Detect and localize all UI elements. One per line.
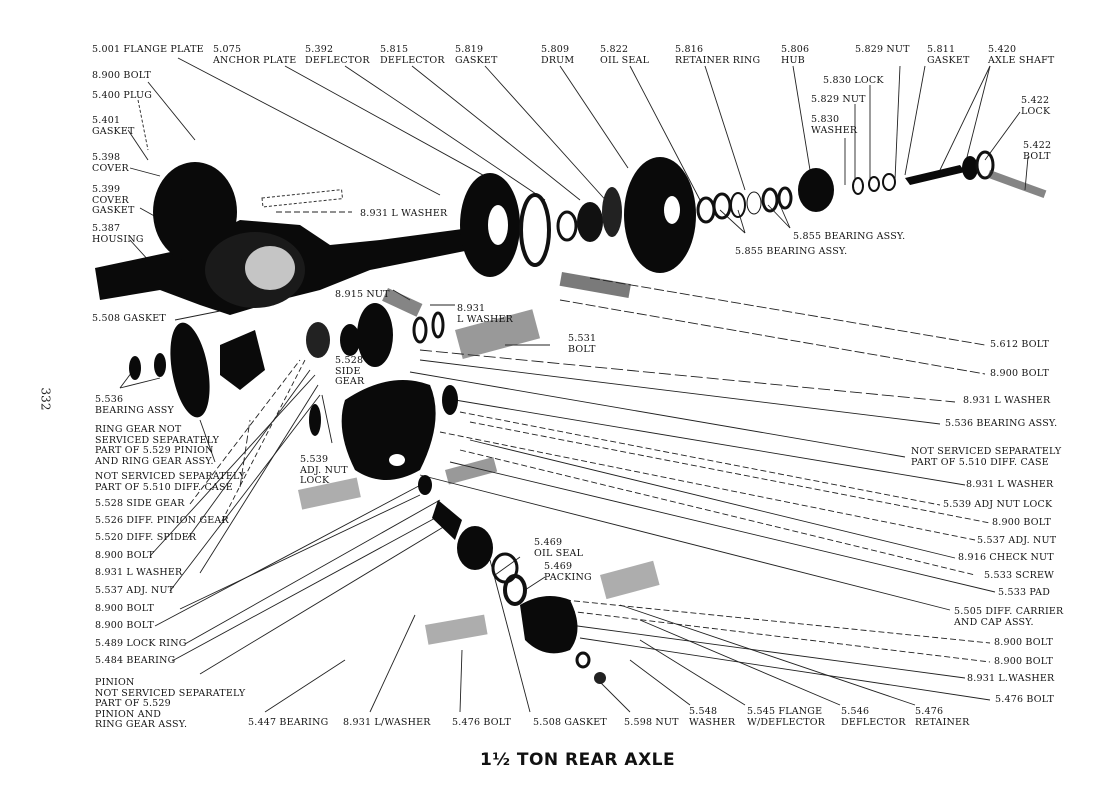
diagram-title: 1½ TON REAR AXLE bbox=[480, 750, 676, 770]
label-hub: 5.806 HUB bbox=[781, 44, 810, 66]
label-bolt-900-r4: 8.900 BOLT bbox=[994, 656, 1054, 667]
label-bolt-900-r1: 8.900 BOLT bbox=[990, 368, 1050, 379]
label-adj-nut-lock-539-mid: 5.539 ADJ. NUT LOCK bbox=[300, 454, 348, 486]
label-bolt-900-top: 8.900 BOLT bbox=[92, 70, 152, 81]
label-housing-387: 5.387 HOUSING bbox=[92, 223, 144, 245]
label-diff-carrier-505: 5.505 DIFF. CARRIER AND CAP ASSY. bbox=[954, 606, 1064, 628]
label-diff-case-note-left: NOT SERVICED SEPARATELY PART OF 5.510 DI… bbox=[95, 471, 246, 493]
label-bolt-900-l2: 8.900 BOLT bbox=[95, 603, 155, 614]
label-pad-533: 5.533 PAD bbox=[998, 587, 1051, 598]
label-diff-case-note-right: NOT SERVICED SEPARATELY PART OF 5.510 DI… bbox=[911, 446, 1062, 468]
label-nut-829: 5.829 NUT bbox=[811, 94, 866, 105]
label-anchor-plate: 5.075 ANCHOR PLATE bbox=[213, 44, 297, 66]
label-oil-seal-822: 5.822 OIL SEAL bbox=[600, 44, 650, 66]
page-number: 332 bbox=[38, 387, 53, 411]
label-l-washer-931-r2: 8.931 L WASHER bbox=[966, 479, 1054, 490]
label-adj-nut-537-l: 5.537 ADJ. NUT bbox=[95, 585, 175, 596]
axle-housing bbox=[95, 162, 470, 315]
label-bolt-900-r2: 8.900 BOLT bbox=[992, 517, 1052, 528]
brake-drum-assembly bbox=[460, 150, 995, 277]
label-gasket-401: 5.401 GASKET bbox=[92, 115, 135, 137]
label-bolt-531: 5.531 BOLT bbox=[568, 333, 597, 355]
label-deflector-546: 5.546 DEFLECTOR bbox=[841, 706, 906, 728]
label-bearing-536-left: 5.536 BEARING ASSY bbox=[95, 394, 174, 416]
label-check-nut-916: 8.916 CHECK NUT bbox=[958, 552, 1054, 563]
label-screw-533: 5.533 SCREW bbox=[984, 570, 1055, 581]
label-deflector-815: 5.815 DEFLECTOR bbox=[380, 44, 445, 66]
label-l-washer-931-r1: 8.931 L WASHER bbox=[963, 395, 1051, 406]
differential-assembly bbox=[129, 303, 606, 684]
label-flange-545: 5.545 FLANGE W/DEFLECTOR bbox=[747, 706, 826, 728]
label-oil-seal-469: 5.469 OIL SEAL bbox=[534, 537, 584, 559]
label-bolt-476-r: 5.476 BOLT bbox=[995, 694, 1055, 705]
label-l-washer-931-l: 8.931 L WASHER bbox=[95, 567, 183, 578]
label-side-gear-528-mid: 5.528 SIDE GEAR bbox=[335, 355, 365, 387]
label-l-washer-931-r3: 8.931 L.WASHER bbox=[967, 673, 1055, 684]
label-lock-830: 5.830 LOCK bbox=[823, 75, 884, 86]
label-l-washer-931-top: 8.931 L WASHER bbox=[360, 208, 448, 219]
label-nut-829-top: 5.829 NUT bbox=[855, 44, 910, 55]
label-washer-548: 5.548 WASHER bbox=[689, 706, 736, 728]
label-bolt-476-b: 5.476 BOLT bbox=[452, 717, 512, 728]
label-washer-830: 5.830 WASHER bbox=[811, 114, 858, 136]
label-bearing-855-a: 5.855 BEARING ASSY. bbox=[793, 231, 906, 242]
label-deflector-392: 5.392 DEFLECTOR bbox=[305, 44, 370, 66]
label-pinion-note: PINION NOT SERVICED SEPARATELY PART OF 5… bbox=[95, 677, 246, 730]
label-diff-spider-520: 5.520 DIFF. SPIDER bbox=[95, 532, 197, 543]
label-axle-shaft: 5.420 AXLE SHAFT bbox=[988, 44, 1055, 66]
label-ring-gear-note: RING GEAR NOT SERVICED SEPARATELY PART O… bbox=[95, 424, 220, 467]
label-adj-nut-537-r: 5.537 ADJ. NUT bbox=[977, 535, 1057, 546]
label-bolt-422: 5.422 BOLT bbox=[1023, 140, 1052, 162]
label-gasket-508-b: 5.508 GASKET bbox=[533, 717, 607, 728]
label-flange-plate: 5.001 FLANGE PLATE bbox=[92, 44, 204, 55]
label-gasket-811: 5.811 GASKET bbox=[927, 44, 970, 66]
label-retainer-ring: 5.816 RETAINER RING bbox=[675, 44, 761, 66]
label-l-washer-931-mid: 8.931 L WASHER bbox=[457, 303, 513, 325]
label-bolt-612: 5.612 BOLT bbox=[990, 339, 1050, 350]
label-diff-pinion-gear-526: 5.526 DIFF. PINION GEAR bbox=[95, 515, 229, 526]
label-bearing-447: 5.447 BEARING bbox=[248, 717, 329, 728]
label-l-washer-931-b: 8.931 L/WASHER bbox=[343, 717, 431, 728]
label-bolt-900-r3: 8.900 BOLT bbox=[994, 637, 1054, 648]
label-cover-398: 5.398 COVER bbox=[92, 152, 129, 174]
label-bearing-536-r: 5.536 BEARING ASSY. bbox=[945, 418, 1058, 429]
label-bearing-484: 5.484 BEARING bbox=[95, 655, 176, 666]
label-bolt-900-l1: 8.900 BOLT bbox=[95, 550, 155, 561]
label-bearing-855-b: 5.855 BEARING ASSY. bbox=[735, 246, 848, 257]
small-bolt-groups bbox=[261, 170, 1047, 645]
leader-lines bbox=[119, 57, 1029, 713]
label-lock-422: 5.422 LOCK bbox=[1021, 95, 1051, 117]
label-plug-400: 5.400 PLUG bbox=[92, 90, 152, 101]
label-retainer-476: 5.476 RETAINER bbox=[915, 706, 970, 728]
label-side-gear-528: 5.528 SIDE GEAR bbox=[95, 498, 185, 509]
label-bolt-900-l3: 8.900 BOLT bbox=[95, 620, 155, 631]
label-gasket-508: 5.508 GASKET bbox=[92, 313, 166, 324]
label-packing-469: 5.469 PACKING bbox=[544, 561, 592, 583]
label-nut-598: 5.598 NUT bbox=[624, 717, 679, 728]
label-cover-gasket-399: 5.399 COVER GASKET bbox=[92, 184, 135, 216]
label-nut-915: 8.915 NUT bbox=[335, 289, 390, 300]
label-drum: 5.809 DRUM bbox=[541, 44, 575, 66]
label-lock-ring-489: 5.489 LOCK RING bbox=[95, 638, 187, 649]
label-adj-nut-lock-539-r: 5.539 ADJ NUT LOCK bbox=[943, 499, 1053, 510]
label-gasket-819: 5.819 GASKET bbox=[455, 44, 498, 66]
